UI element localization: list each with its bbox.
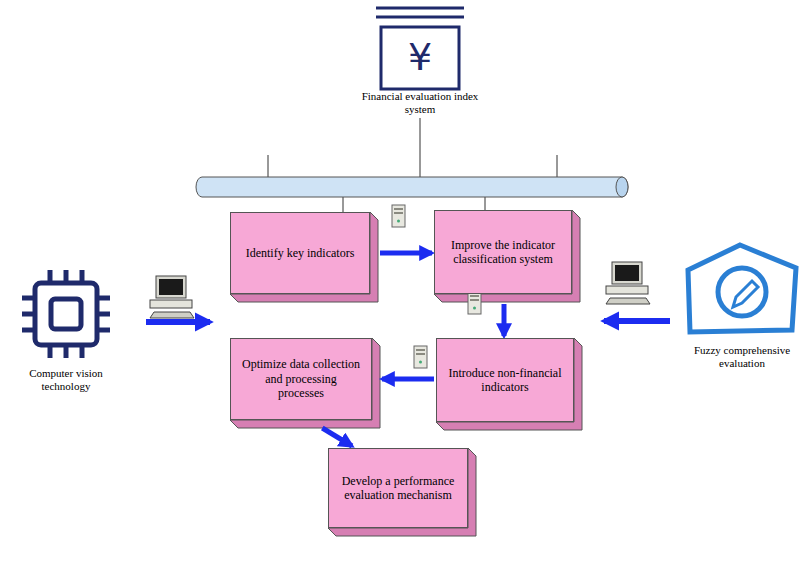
flow-arrow — [380, 251, 432, 256]
box-depth — [230, 210, 582, 536]
process-box: Develop a performance evaluation mechani… — [328, 448, 468, 528]
process-box: Improve the indicator classification sys… — [434, 210, 572, 294]
input-arrows — [146, 262, 670, 322]
box-depth — [230, 338, 380, 428]
icon-label: Financial evaluation index system — [360, 90, 480, 115]
box-text: Improve the indicator classification sys… — [435, 230, 571, 275]
flow-arrow — [322, 428, 352, 446]
flow-arrow — [382, 377, 434, 382]
icon-label: Computer vision technology — [11, 367, 121, 392]
icon-label: Fuzzy comprehensive evaluation — [687, 344, 797, 369]
bus-pipe — [196, 118, 628, 212]
flow-arrow — [502, 304, 507, 336]
currency-symbol: ¥ — [390, 36, 450, 80]
finance-icon — [376, 8, 464, 89]
box-text: Optimize data collection and processing … — [231, 349, 371, 408]
process-box: Introduce non-financial indicators — [436, 338, 574, 422]
box-depth — [436, 338, 582, 430]
process-box: Identify key indicators — [230, 212, 370, 294]
pentagon-icon — [688, 245, 796, 332]
box-text: Introduce non-financial indicators — [437, 358, 573, 403]
process-box: Optimize data collection and processing … — [230, 338, 372, 420]
box-depth — [230, 212, 378, 302]
box-text: Identify key indicators — [236, 238, 365, 268]
box-depth — [434, 210, 580, 302]
box-depth — [328, 448, 476, 536]
chip-icon — [22, 270, 110, 358]
box-text: Develop a performance evaluation mechani… — [329, 466, 467, 511]
